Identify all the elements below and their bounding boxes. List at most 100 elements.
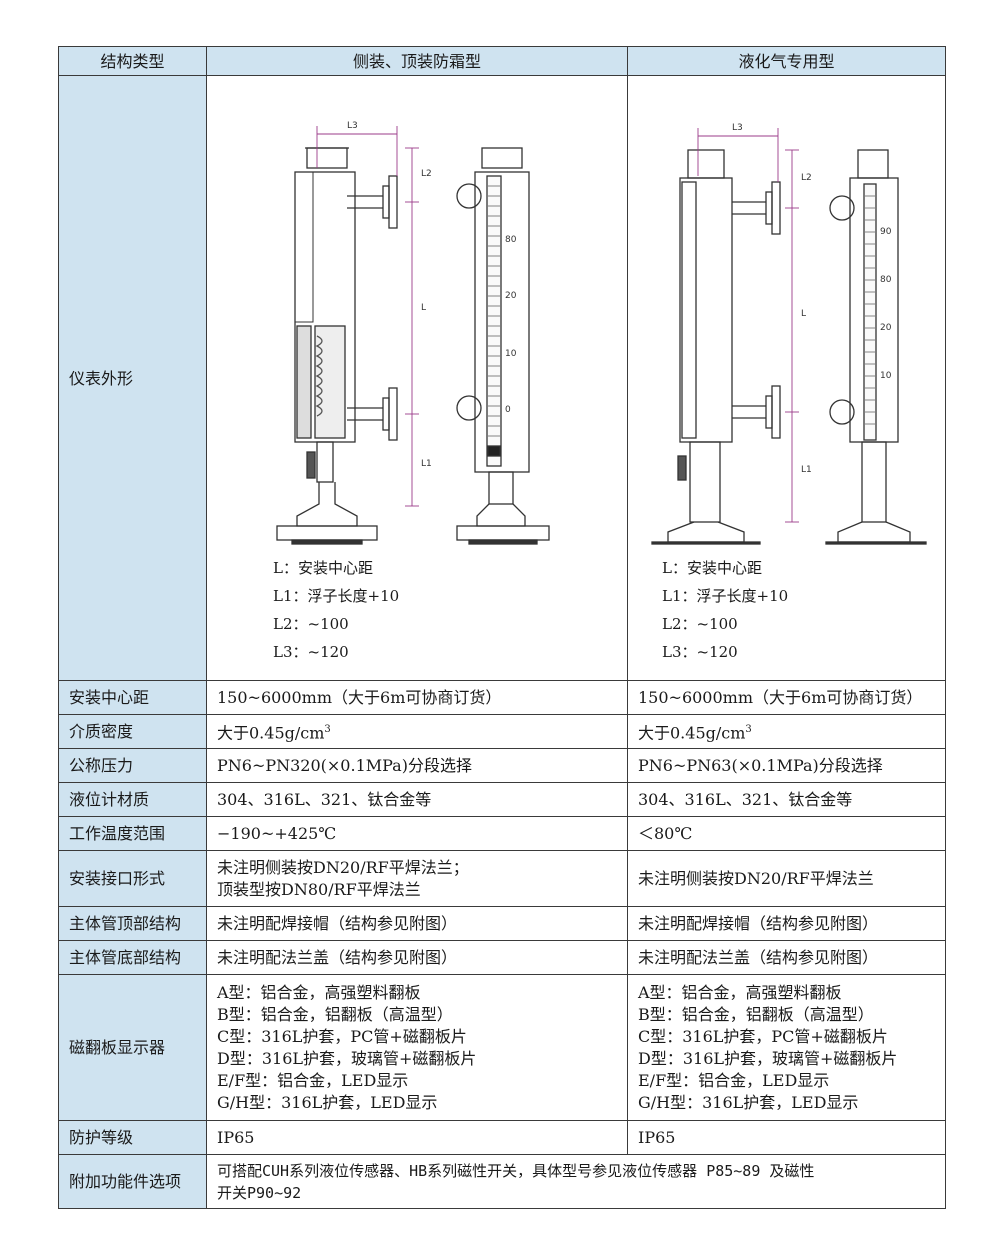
display-type-line: D型：316L护套，玻璃管+磁翻板片 <box>638 1048 898 1068</box>
value-cell-a: PN6~PN320(×0.1MPa)分段选择 <box>206 748 628 783</box>
row-label: 安装中心距 <box>58 680 207 715</box>
display-type-line: C型：316L护套，PC管+磁翻板片 <box>638 1026 888 1046</box>
display-type-line: G/H型：316L护套，LED显示 <box>217 1092 438 1112</box>
options-row: 附加功能件选项 可搭配CUH系列液位传感器、HB系列磁性开关，具体型号参见液位传… <box>58 1154 946 1209</box>
display-type-line: D型：316L护套，玻璃管+磁翻板片 <box>217 1048 477 1068</box>
dim-l2-label: L2 <box>421 169 432 179</box>
value-cell-b: 大于0.45g/cm3 <box>627 714 946 749</box>
row-label: 主体管底部结构 <box>58 940 207 975</box>
table-row: 防护等级 IP65 IP65 <box>58 1120 946 1155</box>
row-label: 主体管顶部结构 <box>58 906 207 941</box>
row-label: 磁翻板显示器 <box>58 974 207 1121</box>
row-label: 仪表外形 <box>58 75 207 681</box>
level-gauge-drawing-b: L3 L2 L L1 90 80 20 10 <box>651 123 927 545</box>
density-value: 大于0.45g/cm <box>217 723 325 743</box>
appearance-row: 仪表外形 <box>58 75 946 681</box>
row-label: 液位计材质 <box>58 782 207 817</box>
header-structure-type: 结构类型 <box>58 46 207 76</box>
scale-mark: 80 <box>505 235 517 245</box>
row-label: 防护等级 <box>58 1120 207 1155</box>
scale-mark: 10 <box>505 349 517 359</box>
display-type-line: B型：铝合金，铝翻板（高温型） <box>217 1004 453 1024</box>
value-cell-a: −190~+425℃ <box>206 816 628 851</box>
legend-item: L3：~120 <box>662 643 738 661</box>
row-label: 安装接口形式 <box>58 850 207 907</box>
dimension-legend-b: L：安装中心距 L1：浮子长度+10 L2：~100 L3：~120 <box>662 554 788 666</box>
figure-cell-a: L3 L2 L L1 80 20 10 0 L：安装中心距 L1：浮子长度+10 <box>206 75 628 681</box>
superscript: 3 <box>324 724 331 736</box>
dim-l3-label: L3 <box>347 121 358 131</box>
display-type-line: G/H型：316L护套，LED显示 <box>638 1092 859 1112</box>
display-cell-a: A型：铝合金，高强塑料翻板 B型：铝合金，铝翻板（高温型） C型：316L护套，… <box>206 974 628 1121</box>
value-cell-a: 未注明配法兰盖（结构参见附图） <box>206 940 628 975</box>
value-cell-a: 未注明配焊接帽（结构参见附图） <box>206 906 628 941</box>
spec-table: 结构类型 侧装、顶装防霜型 液化气专用型 仪表外形 <box>58 46 946 1209</box>
table-row: 安装中心距 150~6000mm（大于6m可协商订货） 150~6000mm（大… <box>58 680 946 715</box>
options-cell: 可搭配CUH系列液位传感器、HB系列磁性开关，具体型号参见液位传感器 P85~8… <box>206 1154 946 1209</box>
value-cell-a: 304、316L、321、钛合金等 <box>206 782 628 817</box>
display-type-line: A型：铝合金，高强塑料翻板 <box>638 982 842 1002</box>
display-type-line: A型：铝合金，高强塑料翻板 <box>217 982 421 1002</box>
table-row: 工作温度范围 −190~+425℃ ＜80℃ <box>58 816 946 851</box>
legend-item: L：安装中心距 <box>273 559 373 577</box>
superscript: 3 <box>745 724 752 736</box>
value-cell-b: ＜80℃ <box>627 816 946 851</box>
dim-l2-label: L2 <box>801 173 812 183</box>
display-cell-b: A型：铝合金，高强塑料翻板 B型：铝合金，铝翻板（高温型） C型：316L护套，… <box>627 974 946 1121</box>
row-label: 附加功能件选项 <box>58 1154 207 1209</box>
density-value: 大于0.45g/cm <box>638 723 746 743</box>
dim-l1-label: L1 <box>421 459 432 469</box>
row-label: 公称压力 <box>58 748 207 783</box>
legend-item: L2：~100 <box>273 615 349 633</box>
dim-l3-label: L3 <box>732 123 743 133</box>
dimension-legend-a: L：安装中心距 L1：浮子长度+10 L2：~100 L3：~120 <box>273 554 399 666</box>
table-row: 介质密度 大于0.45g/cm3 大于0.45g/cm3 <box>58 714 946 749</box>
value-cell-b: 未注明侧装按DN20/RF平焊法兰 <box>627 850 946 907</box>
header-row: 结构类型 侧装、顶装防霜型 液化气专用型 <box>58 46 946 76</box>
scale-mark: 10 <box>880 371 892 381</box>
dim-l-label: L <box>421 303 426 313</box>
display-type-line: C型：316L护套，PC管+磁翻板片 <box>217 1026 467 1046</box>
display-type-line: E/F型：铝合金，LED显示 <box>217 1070 409 1090</box>
value-cell-b: PN6~PN63(×0.1MPa)分段选择 <box>627 748 946 783</box>
display-type-line: E/F型：铝合金，LED显示 <box>638 1070 830 1090</box>
value-cell-b: 未注明配法兰盖（结构参见附图） <box>627 940 946 975</box>
value-cell-b: 150~6000mm（大于6m可协商订货） <box>627 680 946 715</box>
legend-item: L1：浮子长度+10 <box>273 587 400 605</box>
row-label: 工作温度范围 <box>58 816 207 851</box>
legend-item: L：安装中心距 <box>662 559 762 577</box>
value-cell-b: 304、316L、321、钛合金等 <box>627 782 946 817</box>
legend-item: L2：~100 <box>662 615 738 633</box>
options-line: 开关P90~92 <box>217 1183 302 1202</box>
dim-l-label: L <box>801 309 806 319</box>
value-cell-a: 大于0.45g/cm3 <box>206 714 628 749</box>
legend-item: L3：~120 <box>273 643 349 661</box>
scale-mark: 90 <box>880 227 892 237</box>
scale-mark: 20 <box>880 323 892 333</box>
value-cell-a: IP65 <box>206 1120 628 1155</box>
row-label: 介质密度 <box>58 714 207 749</box>
display-type-line: B型：铝合金，铝翻板（高温型） <box>638 1004 874 1024</box>
header-lpg: 液化气专用型 <box>627 46 946 76</box>
display-row: 磁翻板显示器 A型：铝合金，高强塑料翻板 B型：铝合金，铝翻板（高温型） C型：… <box>58 974 946 1121</box>
line: 顶装型按DN80/RF平焊法兰 <box>217 879 421 899</box>
table-row: 主体管顶部结构 未注明配焊接帽（结构参见附图） 未注明配焊接帽（结构参见附图） <box>58 906 946 941</box>
table-row: 安装接口形式 未注明侧装按DN20/RF平焊法兰； 顶装型按DN80/RF平焊法… <box>58 850 946 907</box>
figure-cell-b: L3 L2 L L1 90 80 20 10 L：安装中心距 L1：浮子长度+1… <box>627 75 946 681</box>
level-gauge-drawing-a: L3 L2 L L1 80 20 10 0 <box>276 121 550 545</box>
options-line: 可搭配CUH系列液位传感器、HB系列磁性开关，具体型号参见液位传感器 P85~8… <box>217 1161 815 1180</box>
dim-l1-label: L1 <box>801 465 812 475</box>
scale-mark: 0 <box>505 405 511 415</box>
table-row: 主体管底部结构 未注明配法兰盖（结构参见附图） 未注明配法兰盖（结构参见附图） <box>58 940 946 975</box>
line: 未注明侧装按DN20/RF平焊法兰； <box>217 857 469 877</box>
value-cell-b: IP65 <box>627 1120 946 1155</box>
table-row: 液位计材质 304、316L、321、钛合金等 304、316L、321、钛合金… <box>58 782 946 817</box>
scale-mark: 20 <box>505 291 517 301</box>
legend-item: L1：浮子长度+10 <box>662 587 789 605</box>
scale-mark: 80 <box>880 275 892 285</box>
value-cell-a: 150~6000mm（大于6m可协商订货） <box>206 680 628 715</box>
table-row: 公称压力 PN6~PN320(×0.1MPa)分段选择 PN6~PN63(×0.… <box>58 748 946 783</box>
value-cell-a: 未注明侧装按DN20/RF平焊法兰； 顶装型按DN80/RF平焊法兰 <box>206 850 628 907</box>
value-cell-b: 未注明配焊接帽（结构参见附图） <box>627 906 946 941</box>
header-side-top-frost: 侧装、顶装防霜型 <box>206 46 628 76</box>
